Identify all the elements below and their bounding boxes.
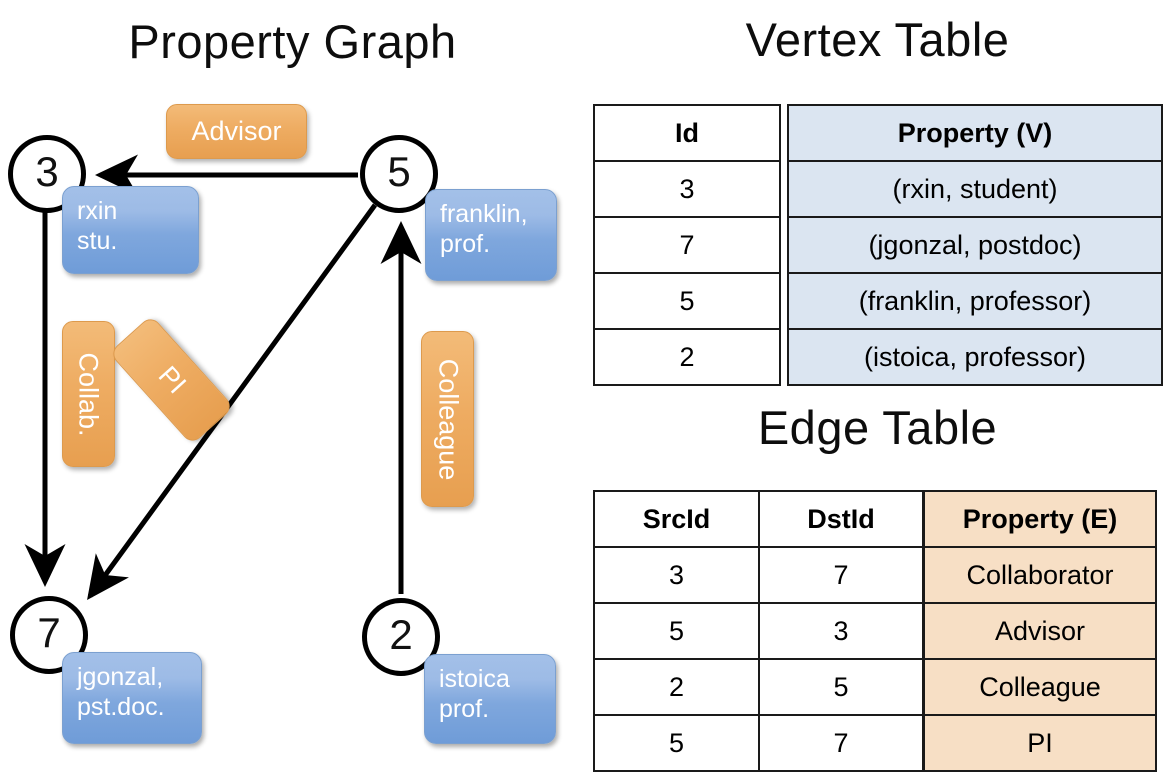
table-row: 2 <box>593 328 781 386</box>
node-property-box-jgonzal[interactable]: jgonzal, pst.doc. <box>62 652 202 744</box>
edge-table-header-dstid: DstId <box>758 490 924 548</box>
node-property-jgonzal-line1: jgonzal, <box>77 663 164 691</box>
node-property-istoica-line1: istoica <box>439 665 510 693</box>
table-row: 3 <box>593 160 781 218</box>
node-property-rxin-line2: stu. <box>77 226 118 255</box>
page-title-edge-table: Edge Table <box>757 401 998 454</box>
edge-table-cell-dstid: 7 <box>758 714 924 772</box>
table-row: (istoica, professor) <box>787 328 1163 386</box>
table-row: 5 7 <box>593 714 924 772</box>
vertex-table-cell-id: 2 <box>593 328 781 386</box>
table-row: (franklin, professor) <box>787 272 1163 330</box>
node-property-box-rxin[interactable]: rxin stu. <box>62 186 199 274</box>
table-row: 3 7 <box>593 546 924 604</box>
edge-label-collab: Collab. <box>74 351 105 437</box>
edge-table-header-srcid: SrcId <box>593 490 760 548</box>
edge-table-header-property: Property (E) <box>923 490 1157 548</box>
vertex-table-id-column: Id 3 7 5 2 <box>593 104 781 386</box>
table-row: (rxin, student) <box>787 160 1163 218</box>
table-row: Advisor <box>923 602 1157 660</box>
edge-table-cell-srcid: 2 <box>593 658 760 716</box>
node-property-rxin-line1: rxin <box>77 197 118 225</box>
graph-node-7-label: 7 <box>37 609 61 656</box>
table-row: PI <box>923 714 1157 772</box>
node-property-franklin-line1: franklin, <box>440 200 528 228</box>
graph-node-3-label: 3 <box>35 148 59 195</box>
edge-table-cell-srcid: 5 <box>593 602 760 660</box>
graph-node-5-label: 5 <box>387 148 411 195</box>
edge-table-cell-property: Collaborator <box>923 546 1157 604</box>
vertex-table-cell-id: 5 <box>593 272 781 330</box>
table-row: Colleague <box>923 658 1157 716</box>
vertex-table-cell-property: (rxin, student) <box>787 160 1163 218</box>
vertex-table-cell-property: (franklin, professor) <box>787 272 1163 330</box>
edge-label-box-pi[interactable]: PI <box>108 314 235 446</box>
table-header-row: Id <box>593 104 781 162</box>
vertex-table-property-column: Property (V) (rxin, student) (jgonzal, p… <box>787 104 1163 386</box>
vertex-table-cell-id: 7 <box>593 216 781 274</box>
edge-table-id-columns: SrcId DstId 3 7 5 3 2 5 5 7 <box>593 490 924 772</box>
node-property-box-istoica[interactable]: istoica prof. <box>424 654 556 744</box>
edge-table-cell-property: Colleague <box>923 658 1157 716</box>
page-title-property-graph: Property Graph <box>128 15 457 68</box>
edge-table-property-column: Property (E) Collaborator Advisor Collea… <box>923 490 1157 772</box>
vertex-table-cell-id: 3 <box>593 160 781 218</box>
table-row: (jgonzal, postdoc) <box>787 216 1163 274</box>
table-row: 5 <box>593 272 781 330</box>
edge-table-cell-srcid: 3 <box>593 546 760 604</box>
vertex-table-cell-property: (istoica, professor) <box>787 328 1163 386</box>
vertex-table-header-property: Property (V) <box>787 104 1163 162</box>
graph-node-2[interactable]: 2 <box>362 598 440 676</box>
table-row: 5 3 <box>593 602 924 660</box>
table-header-row: Property (E) <box>923 490 1157 548</box>
edge-label-box-advisor[interactable]: Advisor <box>166 104 307 159</box>
graph-node-5[interactable]: 5 <box>360 135 438 213</box>
node-property-box-franklin[interactable]: franklin, prof. <box>425 189 557 281</box>
edge-label-box-colleague[interactable]: Colleague <box>421 331 474 507</box>
graph-node-2-label: 2 <box>389 611 413 658</box>
table-header-row: SrcId DstId <box>593 490 924 548</box>
table-row: 7 <box>593 216 781 274</box>
edge-label-pi: PI <box>152 360 192 400</box>
edge-label-box-collab[interactable]: Collab. <box>62 321 115 467</box>
page-title-vertex-table: Vertex Table <box>745 13 1010 66</box>
edge-table-cell-property: Advisor <box>923 602 1157 660</box>
edge-table-cell-dstid: 7 <box>758 546 924 604</box>
property-graph-diagram: 3 5 7 2 rxin stu. franklin, prof. jgonza… <box>0 0 585 760</box>
edge-table-cell-property: PI <box>923 714 1157 772</box>
edge-table-cell-dstid: 3 <box>758 602 924 660</box>
vertex-table-cell-property: (jgonzal, postdoc) <box>787 216 1163 274</box>
node-property-franklin-line2: prof. <box>440 229 491 258</box>
node-property-jgonzal-line2: pst.doc. <box>77 692 165 721</box>
edge-table-cell-dstid: 5 <box>758 658 924 716</box>
node-property-istoica-line2: prof. <box>439 694 490 723</box>
table-row: 2 5 <box>593 658 924 716</box>
edge-table-cell-srcid: 5 <box>593 714 760 772</box>
table-header-row: Property (V) <box>787 104 1163 162</box>
vertex-table-header-id: Id <box>593 104 781 162</box>
table-row: Collaborator <box>923 546 1157 604</box>
edge-label-advisor: Advisor <box>191 116 282 146</box>
edge-label-colleague: Colleague <box>433 358 463 480</box>
